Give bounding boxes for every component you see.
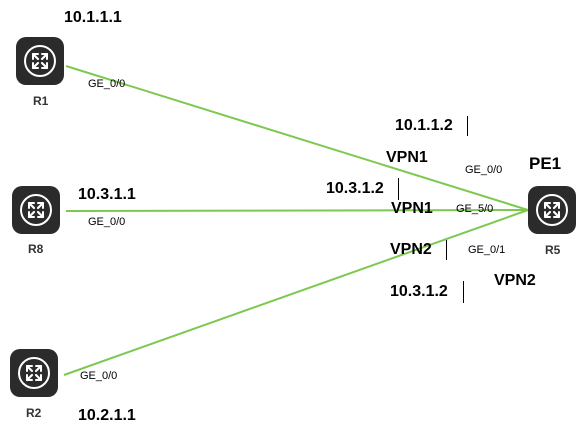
router-r8[interactable]	[12, 186, 60, 234]
r1-ip-label: 10.1.1.1	[64, 9, 122, 26]
router-icon	[24, 45, 56, 77]
device-label-r2: R2	[26, 406, 42, 420]
r8-ip-label: 10.3.1.1	[78, 186, 136, 203]
pe-port-mid-label: GE_5/0	[456, 203, 494, 215]
vpn-low-label: VPN2	[390, 241, 432, 258]
pe-ip-mid-label: 10.3.1.2	[326, 180, 384, 197]
vpn-top-label: VPN1	[386, 149, 428, 166]
r8-port-label: GE_0/0	[88, 216, 126, 228]
pe-ip-top-label: 10.1.1.2	[395, 117, 453, 134]
link-r8-r5	[65, 209, 529, 212]
r1-port-label: GE_0/0	[88, 78, 126, 90]
text-cursor	[467, 116, 468, 136]
vpn-right-label: VPN2	[494, 272, 536, 289]
r2-ip-label: 10.2.1.1	[78, 407, 136, 424]
pe-port-top-label: GE_0/0	[465, 164, 503, 176]
pe-role-label: PE1	[529, 154, 562, 173]
link-r2-r5	[63, 209, 529, 376]
router-r5[interactable]	[528, 186, 576, 234]
router-r2[interactable]	[10, 349, 58, 397]
vpn-mid-label: VPN1	[391, 200, 433, 217]
device-label-r8: R8	[28, 242, 44, 256]
text-cursor	[398, 178, 399, 200]
router-icon	[536, 194, 568, 226]
device-label-r5: R5	[545, 243, 561, 257]
device-label-r1: R1	[33, 94, 49, 108]
router-r1[interactable]	[16, 37, 64, 85]
text-cursor	[463, 281, 464, 303]
link-r1-r5	[65, 65, 529, 211]
pe-ip-bottom-label: 10.3.1.2	[390, 283, 448, 300]
r2-port-label: GE_0/0	[80, 370, 118, 382]
router-icon	[20, 194, 52, 226]
pe-port-low-label: GE_0/1	[468, 244, 506, 256]
text-cursor	[446, 240, 447, 260]
router-icon	[18, 357, 50, 389]
